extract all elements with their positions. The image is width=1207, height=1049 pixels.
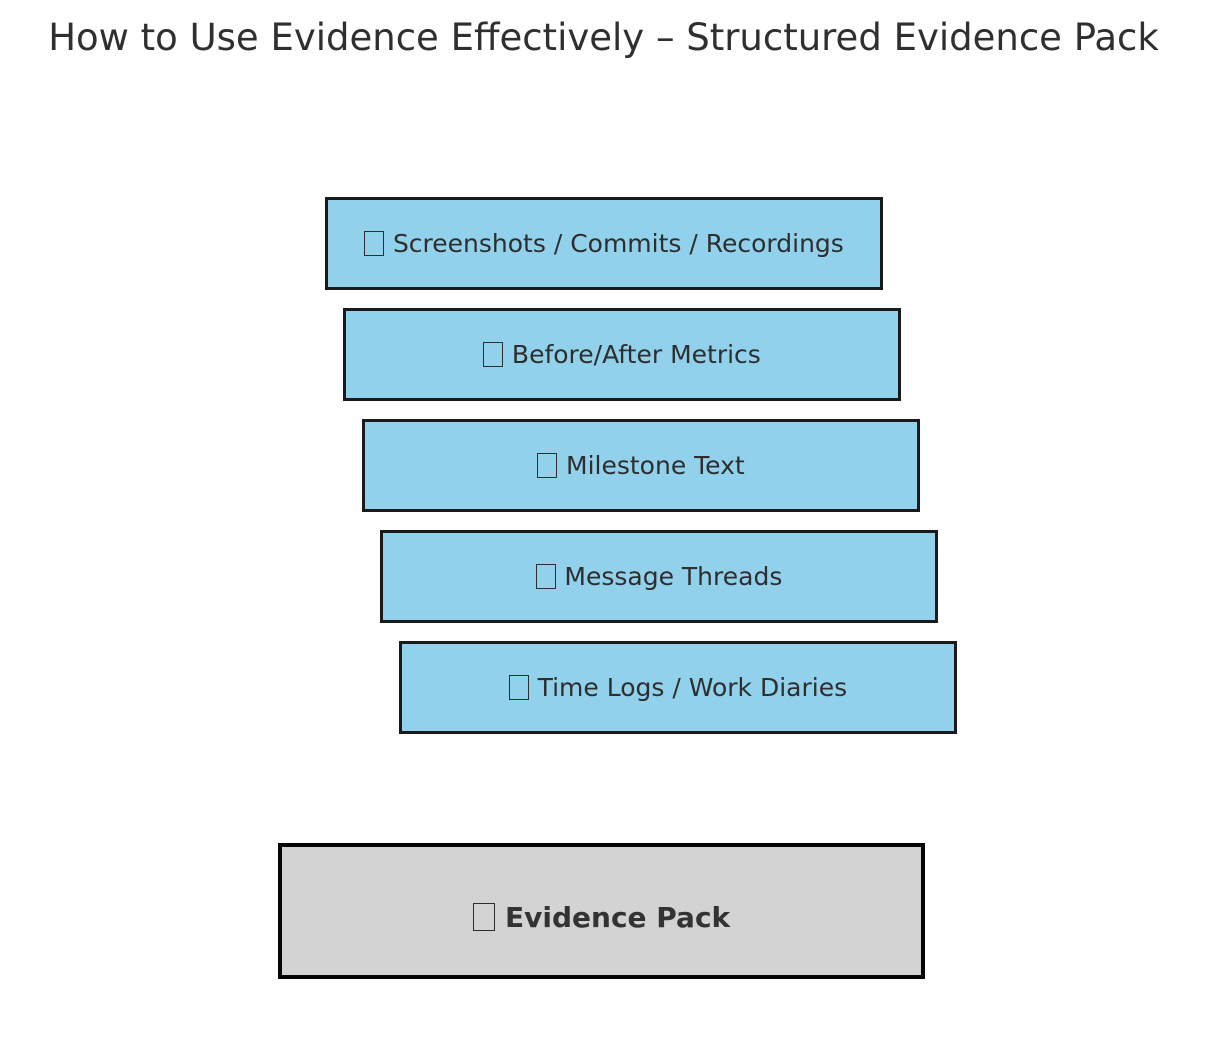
evidence-pack-label: Evidence Pack <box>505 900 731 934</box>
missing-glyph-icon <box>364 231 385 256</box>
layer-label: Milestone Text <box>566 451 745 480</box>
evidence-pack-box: Evidence Pack <box>278 843 925 979</box>
diagram-title: How to Use Evidence Effectively – Struct… <box>48 16 1159 59</box>
missing-glyph-icon <box>535 564 556 589</box>
layer-label: Time Logs / Work Diaries <box>537 673 848 702</box>
layer-time-logs-work-diaries: Time Logs / Work Diaries <box>399 641 957 734</box>
missing-glyph-icon <box>483 342 504 367</box>
layer-screenshots-commits-recordings: Screenshots / Commits / Recordings <box>325 197 883 290</box>
layer-label: Screenshots / Commits / Recordings <box>392 229 844 258</box>
layer-message-threads: Message Threads <box>380 530 938 623</box>
missing-glyph-icon <box>508 675 529 700</box>
layer-label: Before/After Metrics <box>511 340 761 369</box>
missing-glyph-icon <box>537 453 558 478</box>
layer-before-after-metrics: Before/After Metrics <box>343 308 901 401</box>
layer-label: Message Threads <box>564 562 783 591</box>
layer-milestone-text: Milestone Text <box>362 419 920 512</box>
missing-glyph-icon <box>472 903 496 931</box>
